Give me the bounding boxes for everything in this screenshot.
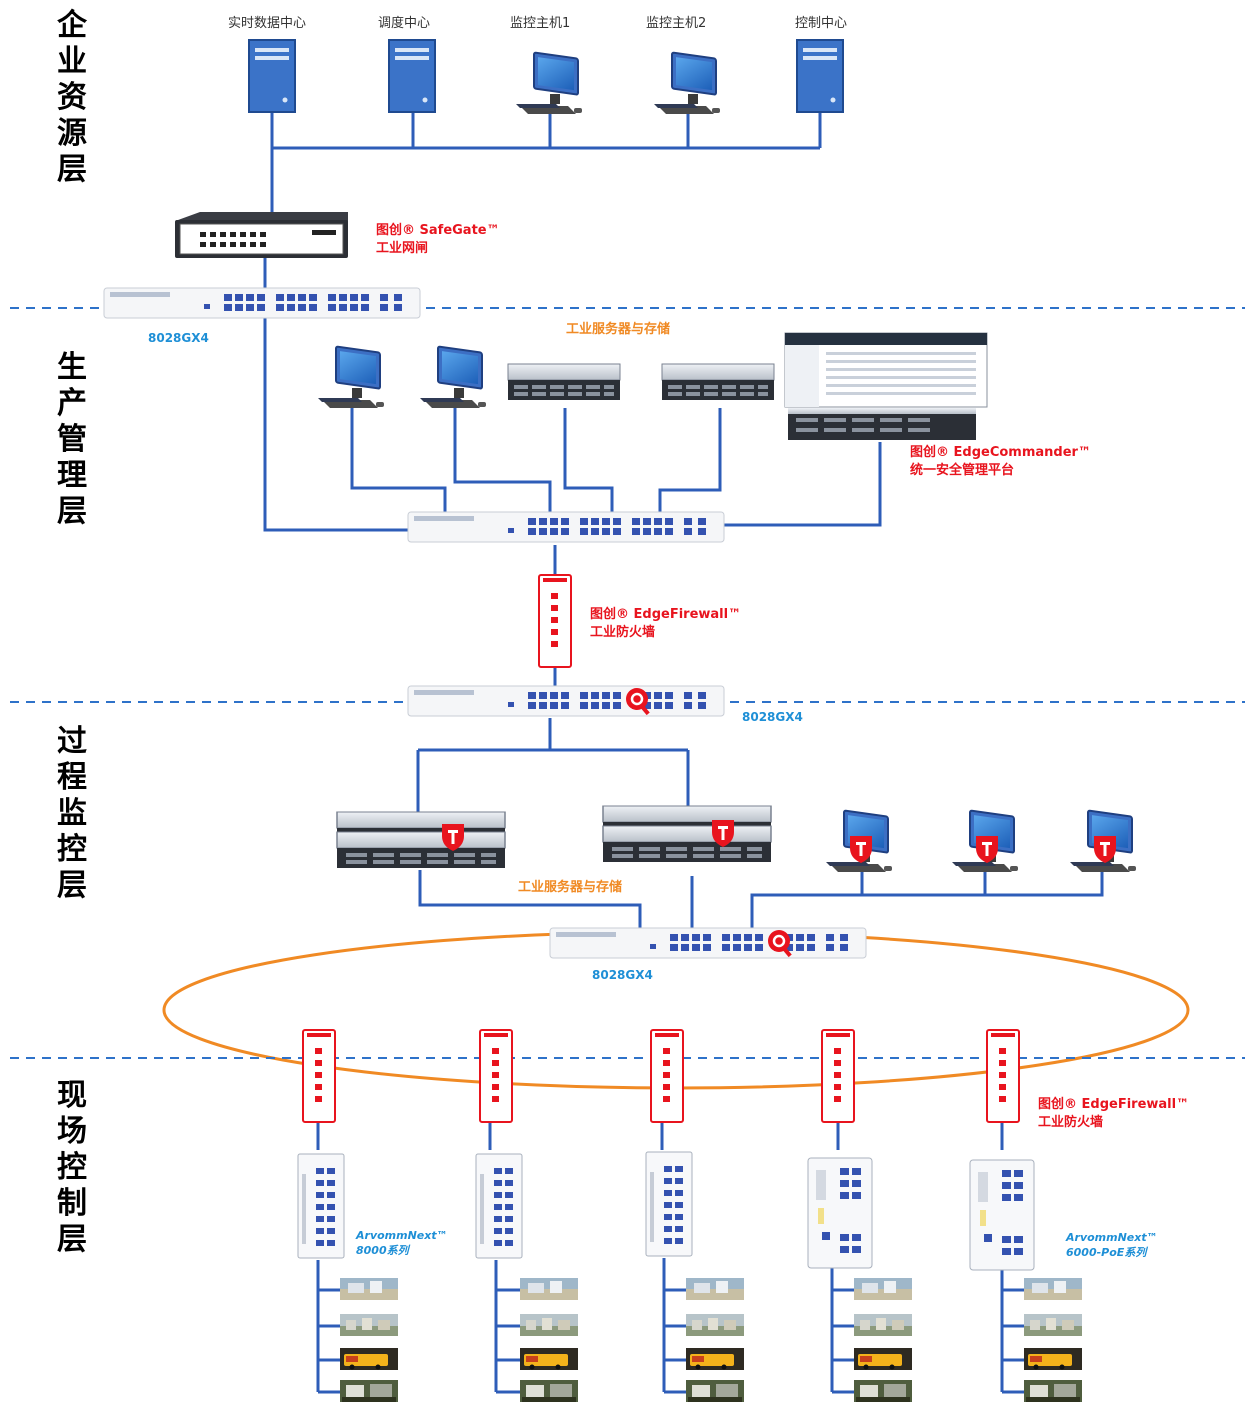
switch-8028gx4-icon [407, 511, 725, 543]
edgefirewall-name: 图创® EdgeFirewall™ [1038, 1097, 1190, 1112]
industrial-switch-icon [475, 1153, 523, 1259]
safegate-gateway-icon [175, 212, 348, 258]
arvomm-poe-label: ArvommNext™ 6000-PoE系列 [1066, 1230, 1158, 1260]
scene-thumbnail [520, 1314, 578, 1336]
arvomm-8000-series: 8000系列 [356, 1244, 409, 1257]
edgefirewall-icon [538, 574, 572, 668]
switch-8028gx4-icon [549, 927, 867, 959]
scene-thumbnail [686, 1314, 744, 1336]
scene-thumbnail [340, 1380, 398, 1402]
rack-server-icon [336, 811, 506, 869]
scene-thumbnail [1024, 1314, 1082, 1336]
node-label-monitor-host-2: 监控主机2 [646, 16, 707, 31]
edgefirewall-icon [986, 1029, 1020, 1123]
switch-label: 8028GX4 [742, 710, 803, 724]
edgefirewall-icon [650, 1029, 684, 1123]
workstation-icon [419, 345, 487, 409]
switch-label: 8028GX4 [592, 968, 653, 982]
scene-thumbnail [854, 1380, 912, 1402]
layer-title-enterprise: 企业资源层 [57, 8, 87, 187]
arvomm-poe-series: 6000-PoE系列 [1066, 1246, 1147, 1259]
node-label-dispatch-center: 调度中心 [378, 16, 431, 31]
industrial-switch-icon [297, 1153, 345, 1259]
edgefirewall-icon [821, 1029, 855, 1123]
server-tower-icon [796, 39, 844, 113]
scene-thumbnail [340, 1348, 398, 1370]
edgefirewall-desc: 工业防火墙 [1038, 1115, 1104, 1130]
arvomm-poe-name: ArvommNext™ [1066, 1231, 1158, 1244]
scene-thumbnail [686, 1348, 744, 1370]
scene-thumbnail [686, 1380, 744, 1402]
scene-thumbnail [340, 1278, 398, 1300]
industrial-switch-icon [645, 1151, 693, 1257]
poe-switch-icon [807, 1157, 873, 1269]
edgefirewall-icon [479, 1029, 513, 1123]
network-links [263, 110, 1104, 1394]
scene-thumbnail [1024, 1380, 1082, 1402]
rack-server-icon [507, 363, 621, 401]
scene-thumbnail [1024, 1348, 1082, 1370]
edgefirewall-label: 图创® EdgeFirewall™ 工业防火墙 [590, 606, 741, 642]
edgefirewall-name: 图创® EdgeFirewall™ [590, 607, 742, 622]
server-tower-icon [388, 39, 436, 113]
safegate-desc: 工业网闸 [376, 241, 429, 256]
scene-thumbnail [854, 1278, 912, 1300]
poe-switch-icon [969, 1159, 1035, 1271]
workstation-icon [653, 51, 721, 115]
arvomm-8000-label: ArvommNext™ 8000系列 [356, 1228, 448, 1258]
switch-label: 8028GX4 [148, 331, 209, 345]
scene-thumbnail [1024, 1278, 1082, 1300]
server-tower-icon [248, 39, 296, 113]
arvomm-8000-name: ArvommNext™ [356, 1229, 448, 1242]
switch-8028gx4-icon [103, 287, 421, 319]
node-label-control-center: 控制中心 [795, 16, 848, 31]
storage-label: 工业服务器与存储 [518, 880, 623, 895]
scene-thumbnail [520, 1278, 578, 1300]
safegate-name: 图创® SafeGate™ [376, 223, 500, 238]
scene-thumbnail [854, 1348, 912, 1370]
edgefirewall-desc: 工业防火墙 [590, 625, 656, 640]
rack-server-icon [661, 363, 775, 401]
node-label-realtime-data-center: 实时数据中心 [228, 16, 307, 31]
workstation-icon [317, 345, 385, 409]
edgecommander-desc: 统一安全管理平台 [910, 463, 1015, 478]
scene-thumbnail [520, 1348, 578, 1370]
storage-label: 工业服务器与存储 [566, 322, 671, 337]
safegate-label: 图创® SafeGate™ 工业网闸 [376, 222, 500, 258]
edgefirewall-icon [302, 1029, 336, 1123]
layer-title-production: 生产管理层 [57, 350, 87, 529]
edgecommander-console-icon [784, 332, 988, 440]
scene-thumbnail [520, 1380, 578, 1402]
switch-8028gx4-icon [407, 685, 725, 717]
rack-server-icon [602, 805, 772, 863]
field-device-thumbnails [340, 1278, 1082, 1402]
edgecommander-label: 图创® EdgeCommander™ 统一安全管理平台 [910, 444, 1091, 480]
scene-thumbnail [340, 1314, 398, 1336]
node-label-monitor-host-1: 监控主机1 [510, 16, 571, 31]
edgecommander-name: 图创® EdgeCommander™ [910, 445, 1091, 460]
edgefirewall-label: 图创® EdgeFirewall™ 工业防火墙 [1038, 1096, 1189, 1132]
layer-title-process: 过程监控层 [57, 724, 87, 903]
scene-thumbnail [686, 1278, 744, 1300]
layer-title-field: 现场控制层 [57, 1078, 87, 1257]
layer-separators [10, 307, 1245, 1059]
scene-thumbnail [854, 1314, 912, 1336]
workstation-icon [515, 51, 583, 115]
